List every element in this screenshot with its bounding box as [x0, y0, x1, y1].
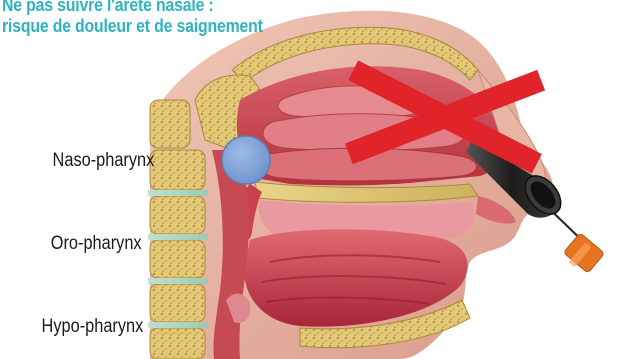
warning-caption: Ne pas suivre l'arête nasale : risque de…: [2, 0, 319, 37]
warning-line-2: risque de douleur et de saignement: [2, 16, 319, 37]
label-hypopharynx: Hypo-pharynx: [41, 316, 143, 338]
label-nasopharynx: Naso-pharynx: [52, 150, 154, 172]
swab-icon: [563, 233, 604, 273]
label-oropharynx: Oro-pharynx: [51, 233, 142, 255]
nasopharynx-target-icon: [222, 136, 270, 184]
warning-line-1: Ne pas suivre l'arête nasale :: [2, 0, 319, 16]
